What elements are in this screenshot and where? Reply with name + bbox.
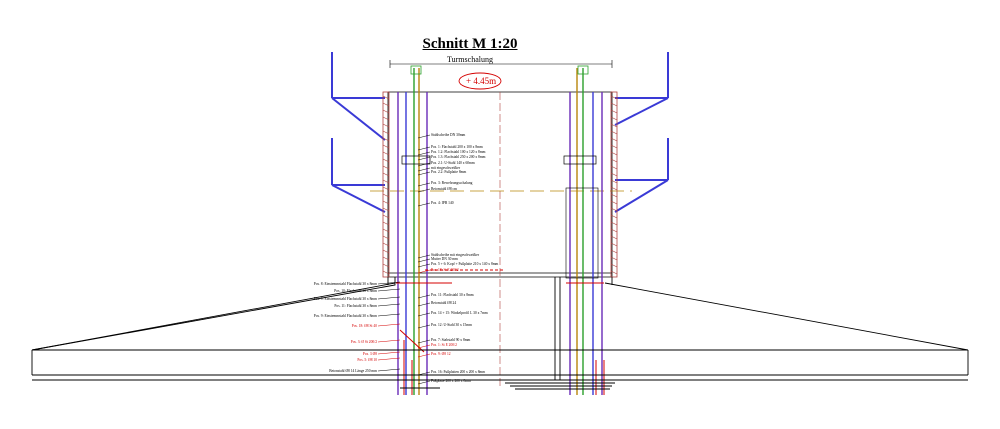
left-columns: [397, 65, 431, 395]
callout-leader: [417, 344, 431, 349]
callout-leader: [417, 134, 431, 139]
callout-leader: [377, 323, 401, 327]
callout-leader: [417, 254, 431, 259]
drawing-title: Schnitt M 1:20: [422, 36, 518, 52]
callout-label-right: Mutter DN 30 mm: [431, 257, 458, 261]
callout-label-right: Fußplatte 200 x 200 x 8mm: [431, 379, 471, 383]
callout-leader: [417, 182, 431, 187]
callout-label-left: Pos. 9: Einstemmstahl Flachstahl 30 x 8m…: [314, 297, 377, 301]
right-scaffold: [614, 52, 669, 213]
callout-leader: [417, 188, 431, 193]
callout-label-left: Pos. 5: Ø8 10: [357, 358, 377, 362]
callout-label-left: Pos. 3: Ø St 200/2: [351, 340, 377, 344]
left-scaffold: [331, 52, 386, 213]
callout-leader: [417, 156, 431, 161]
callout-label-right: Pos. 2.1: U-Stahl 140 x 60mm: [431, 161, 475, 165]
top-dimension-line: [389, 60, 613, 68]
callout-leader: [417, 171, 431, 176]
callout-leader: [417, 302, 431, 307]
callout-leader: [417, 269, 431, 274]
left-wall-hatch: [382, 91, 390, 278]
callout-label-right: Pos. 1: Flachstahl 200 x 100 x 8mm: [431, 145, 483, 149]
callout-leader: [377, 368, 401, 372]
callout-leader: [417, 146, 431, 151]
callout-label-right: Pos. 11: Flachstahl 30 x 8mm: [431, 293, 474, 297]
elevation-marker: + 4.45m: [458, 72, 502, 90]
wall-hatch-lines: [382, 95, 618, 275]
callout-leader: [417, 151, 431, 156]
callout-label-right: Pos. 4: IPB 140: [431, 201, 454, 205]
callout-leader: [417, 312, 431, 317]
callout-label-right: Pos. 18: St E 200/2: [431, 268, 459, 272]
callout-label-right: Betonstahl Ø8 24: [431, 301, 456, 305]
callout-leader: [377, 351, 401, 355]
callout-leader: [417, 202, 431, 207]
callout-leader: [417, 167, 431, 172]
callout-label-right: Stahlscheibe mit eingeschweißter: [431, 253, 480, 257]
callout-leader: [417, 339, 431, 344]
callout-label-left: Pos. 3 Ø8: [363, 352, 377, 356]
callout-leader: [417, 263, 431, 268]
callout-leader: [417, 324, 431, 329]
red-reinforcement: [396, 269, 605, 395]
callout-label-right: Pos. 14 + 15: Winkelprofil L 30 x 7mm: [431, 311, 488, 315]
callouts-left: Pos. 8: Einstemmstahl Flachstahl 30 x 8m…: [314, 281, 401, 373]
callout-leader: [377, 281, 401, 285]
callout-label-right: Pos. 2.2: Fußplatte 8mm: [431, 170, 466, 174]
callout-label-right: Pos. 1: St E 200/2: [431, 343, 457, 347]
callout-label-right: mit eingeschweißter: [431, 166, 461, 170]
callout-label-left: Pos. 11: Flachstahl 30 x 8mm: [334, 304, 377, 308]
callout-label-right: Pos. 16: Fußplatten 200 x 200 x 8mm: [431, 370, 485, 374]
callout-label-right: Pos. 9: Ø8 12: [431, 352, 451, 356]
callout-leader: [377, 313, 401, 317]
callout-label-left: Pos. 18: Ø8 St 40: [352, 324, 377, 328]
callout-leader: [377, 303, 401, 307]
callout-label-right: Stahlscheibe DN 30mm: [431, 133, 466, 137]
callout-leader: [377, 339, 401, 343]
callout-label-left: Pos. 8: Einstemmstahl Flachstahl 30 x 8m…: [314, 282, 377, 286]
callout-leader: [417, 380, 431, 385]
callout-leader: [417, 258, 431, 263]
elevation-label: + 4.45m: [466, 76, 496, 86]
right-wall-hatch: [610, 91, 618, 278]
callout-leader: [377, 357, 401, 361]
drawing-subtitle: Turmschalung: [447, 55, 493, 64]
callout-label-right: Pos. 7: Stabstahl 90 x 8mm: [431, 338, 471, 342]
callout-leader: [417, 371, 431, 376]
callout-label-right: Pos. 12: U-Stahl 30 x 15mm: [431, 323, 472, 327]
callout-leader: [417, 162, 431, 167]
callout-label-right: Pos. 5 + 6: Kopf + Fußplatte 210 x 140 x…: [431, 262, 499, 266]
callout-leader: [417, 294, 431, 299]
callout-label-right: Pos. 3: Bewehrungsschalung: [431, 181, 473, 185]
callout-label-left: Betonstahl Ø8 14 Länge 250 mm: [329, 369, 377, 373]
callout-leader: [377, 288, 401, 292]
callout-label-right: Pos. 1.3: Flachstahl 250 x 200 x 8mm: [431, 155, 486, 159]
callout-leader: [377, 296, 401, 300]
right-columns: [563, 65, 603, 395]
callout-label-right: Betonstahl Ø8 cm: [431, 187, 457, 191]
callout-label-left: Pos. 9: Einstemmstahl Flachstahl 30 x 8m…: [314, 314, 377, 318]
callout-leader: [417, 353, 431, 358]
foundation: [31, 277, 969, 390]
callout-label-left: Pos. 10: Flachstahl 30 x 8mm: [334, 289, 377, 293]
callout-label-right: Pos. 1.2: Flachstahl 100 x 120 x 8mm: [431, 150, 486, 154]
